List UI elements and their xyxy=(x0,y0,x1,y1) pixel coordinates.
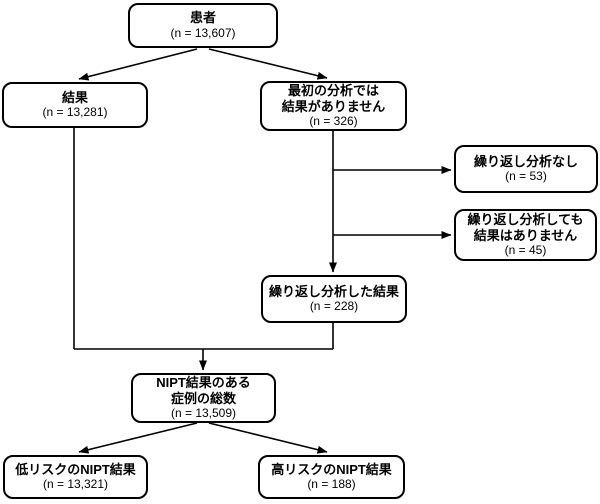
node-count: (n = 188) xyxy=(307,477,356,492)
node-low-risk: 低リスクのNIPT結果 (n = 13,321) xyxy=(3,455,148,499)
node-count: (n = 13,509) xyxy=(170,406,237,421)
node-label: 結果 xyxy=(61,89,88,105)
node-no-repeat-analysis: 繰り返し分析なし (n = 53) xyxy=(454,145,598,193)
node-repeat-no-result: 繰り返し分析しても 結果はありません (n = 45) xyxy=(454,209,597,261)
node-results: 結果 (n = 13,281) xyxy=(2,82,148,128)
node-count: (n = 13,281) xyxy=(42,105,108,120)
node-count: (n = 13,607) xyxy=(170,25,236,40)
node-label: 症例の総数 xyxy=(170,390,236,406)
node-count: (n = 53) xyxy=(505,169,547,184)
node-label: 高リスクのNIPT結果 xyxy=(271,461,392,477)
arrow-patients-to-results xyxy=(78,48,198,81)
node-count: (n = 45) xyxy=(504,243,547,258)
node-label: 患者 xyxy=(189,10,216,26)
node-label: 結果がありません xyxy=(281,98,386,114)
node-label: 低リスクのNIPT結果 xyxy=(15,461,136,477)
node-label: 繰り返し分析しても xyxy=(467,211,584,227)
node-count: (n = 228) xyxy=(309,299,359,314)
node-patients: 患者 (n = 13,607) xyxy=(128,3,278,48)
arrow-total-to-high-risk xyxy=(208,422,328,454)
node-label: 繰り返し分析した結果 xyxy=(268,283,399,299)
node-initial-no-result: 最初の分析では 結果がありません (n = 326) xyxy=(260,81,407,131)
arrow-total-to-low-risk xyxy=(78,422,198,454)
node-total-with-result: NIPT結果のある 症例の総数 (n = 13,509) xyxy=(131,373,276,423)
node-repeat-result: 繰り返し分析した結果 (n = 228) xyxy=(261,275,407,323)
node-high-risk: 高リスクのNIPT結果 (n = 188) xyxy=(258,455,405,499)
node-label: 最初の分析では xyxy=(287,82,379,98)
node-label: NIPT結果のある xyxy=(156,374,251,390)
node-label: 繰り返し分析なし xyxy=(473,153,578,169)
node-label: 結果はありません xyxy=(473,227,578,243)
node-count: (n = 326) xyxy=(309,114,358,129)
node-count: (n = 13,321) xyxy=(42,477,109,492)
arrow-patients-to-initial-no-result xyxy=(208,48,328,80)
